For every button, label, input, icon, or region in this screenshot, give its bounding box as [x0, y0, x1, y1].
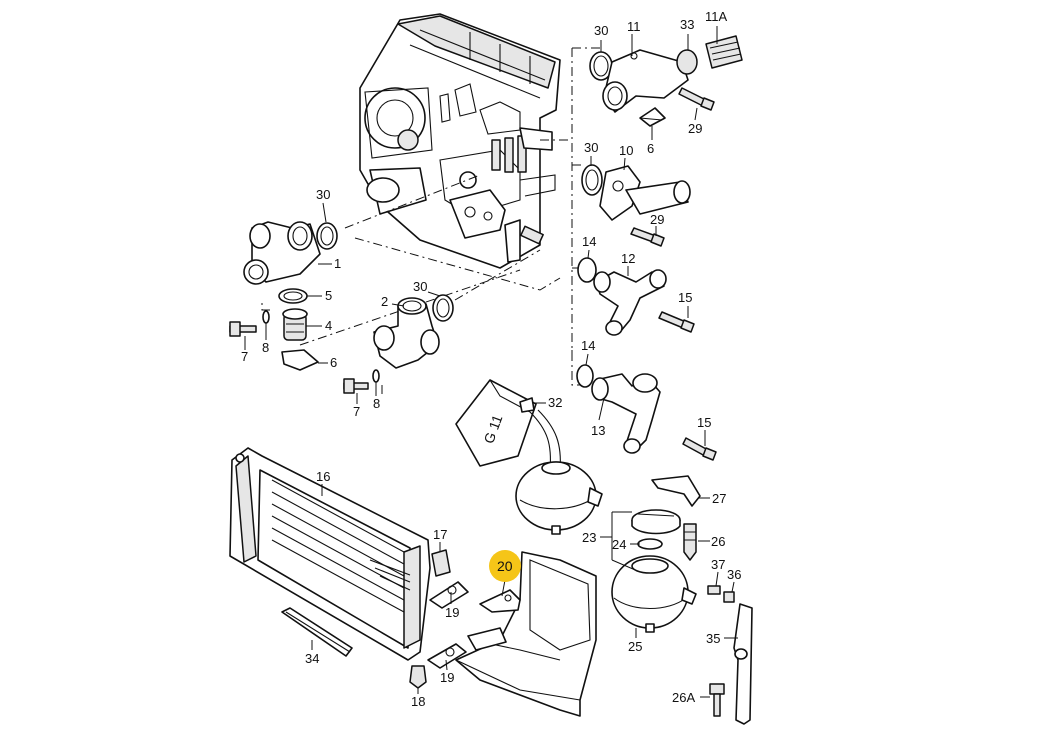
part-15-bolt-mid — [658, 311, 695, 333]
callout-14: 14 — [582, 234, 596, 249]
part-34-seal-strip — [281, 607, 353, 657]
part-27-bracket — [651, 475, 701, 507]
callout-14: 14 — [581, 338, 595, 353]
leader-lines — [244, 26, 738, 698]
part-7-bolt-2 — [343, 378, 369, 394]
callout-30: 30 — [316, 187, 330, 202]
part-6-clip-left — [281, 349, 319, 371]
part-23-cap — [631, 509, 681, 535]
part-1-coolant-flange — [243, 221, 321, 285]
part-32-sensor-box: G 11 — [455, 379, 537, 467]
part-11-flange — [602, 49, 689, 127]
part-4-thermostat — [282, 308, 308, 341]
reservoir-upper — [515, 409, 603, 535]
callout-25: 25 — [628, 639, 642, 654]
part-10-hose-fitting — [599, 165, 691, 221]
part-25-reservoir-lower — [611, 555, 697, 633]
callout-labels: 30 11 33 11A 29 6 30 10 29 30 1 5 4 6 7 … — [241, 9, 741, 709]
part-36-nut — [723, 591, 735, 603]
callout-30: 30 — [594, 23, 608, 38]
part-5-o-ring — [278, 288, 308, 304]
callout-36: 36 — [727, 567, 741, 582]
callout-26: 26 — [711, 534, 725, 549]
callout-20-highlighted: 20 — [497, 558, 513, 574]
callout-16: 16 — [316, 469, 330, 484]
callout-13: 13 — [591, 423, 605, 438]
callout-1: 1 — [334, 256, 341, 271]
part-35-bracket — [733, 603, 753, 725]
callout-30: 30 — [584, 140, 598, 155]
highlight-badge — [489, 550, 521, 582]
callout-8: 8 — [262, 340, 269, 355]
callout-10: 10 — [619, 143, 633, 158]
part-29-bolt-top — [678, 87, 715, 111]
part-2-pipe-housing — [373, 297, 440, 369]
callout-23: 23 — [582, 530, 596, 545]
part-37-bolt — [707, 585, 721, 595]
part-19-bracket-lower — [427, 627, 507, 669]
part-14-seal-lower — [576, 364, 594, 388]
callout-6: 6 — [330, 355, 337, 370]
callout-6: 6 — [647, 141, 654, 156]
callout-30: 30 — [413, 279, 427, 294]
callout-8: 8 — [373, 396, 380, 411]
part-8-washer-2 — [372, 369, 380, 383]
part-24-seal — [637, 538, 663, 550]
callout-4: 4 — [325, 318, 332, 333]
callout-35: 35 — [706, 631, 720, 646]
part-8-washer-left — [262, 310, 270, 324]
part-29-bolt-mid — [630, 227, 665, 247]
callout-7: 7 — [241, 349, 248, 364]
callout-29: 29 — [688, 121, 702, 136]
part-30-seal-2 — [432, 294, 454, 322]
callout-32: 32 — [548, 395, 562, 410]
callout-26A: 26A — [672, 690, 695, 705]
part-15-bolt-lower — [682, 437, 717, 461]
callout-2: 2 — [381, 294, 388, 309]
part-33-seal — [676, 49, 698, 75]
part-18-mount — [409, 665, 427, 689]
part-14-seal — [577, 257, 597, 283]
callout-7: 7 — [353, 404, 360, 419]
callout-19: 19 — [440, 670, 454, 685]
callout-37: 37 — [711, 557, 725, 572]
part-19-bracket-upper — [429, 581, 469, 609]
part-11A-filter — [705, 35, 743, 69]
part-13-pipe — [591, 373, 661, 454]
callout-11A: 11A — [705, 9, 727, 24]
callout-34: 34 — [305, 651, 319, 666]
callout-15: 15 — [678, 290, 692, 305]
callout-15: 15 — [697, 415, 711, 430]
part-26-sensor — [683, 523, 697, 561]
part-17-rubber-mount — [431, 549, 451, 577]
part-30-seal-mid — [581, 164, 603, 196]
callout-11: 11 — [627, 19, 641, 34]
callout-12: 12 — [621, 251, 635, 266]
callout-29: 29 — [650, 212, 664, 227]
part-16-radiator — [229, 447, 431, 661]
callout-19: 19 — [445, 605, 459, 620]
part-12-y-pipe — [593, 269, 667, 336]
callout-17: 17 — [433, 527, 447, 542]
callout-24: 24 — [612, 537, 626, 552]
callout-18: 18 — [411, 694, 425, 709]
part-20-bracket — [479, 589, 521, 613]
callout-5: 5 — [325, 288, 332, 303]
part-26A-bolt — [709, 683, 725, 717]
engine-block — [359, 13, 561, 269]
callout-27: 27 — [712, 491, 726, 506]
part-30-seal-left — [316, 222, 338, 250]
part-7-bolt-left — [229, 321, 257, 337]
callout-33: 33 — [680, 17, 694, 32]
